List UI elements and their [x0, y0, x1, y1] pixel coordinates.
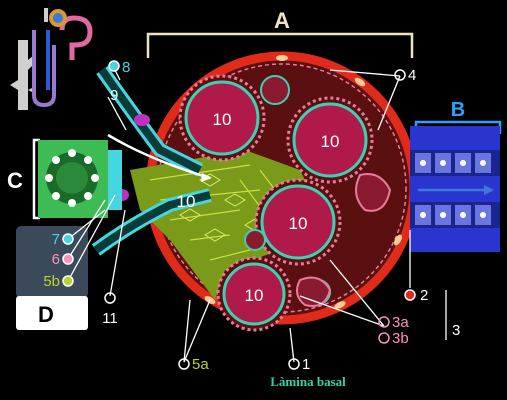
callout-11: 11 — [102, 310, 118, 327]
capillary-loop — [254, 178, 342, 266]
lumen-label: 10 — [177, 192, 196, 211]
callout-markers — [62, 60, 416, 370]
callout-1: 1 — [302, 356, 310, 373]
capillary-loop — [178, 74, 266, 162]
label-b: B — [451, 99, 465, 121]
bracket-a — [146, 32, 414, 58]
callout-5a: 5a — [192, 356, 209, 373]
capillary-loop — [216, 256, 292, 332]
callout-3a: 3a — [392, 314, 409, 331]
capillary-loop — [286, 96, 374, 184]
callout-4: 4 — [408, 67, 416, 84]
callout-2: 2 — [420, 287, 428, 304]
callout-8: 8 — [122, 59, 130, 76]
label-a: A — [274, 8, 290, 33]
callout-6: 6 — [52, 251, 60, 268]
lumen-label: 10 — [245, 286, 264, 305]
callout-leaders — [67, 67, 447, 363]
callout-5b: 5b — [43, 273, 60, 290]
callout-3b: 3b — [392, 330, 409, 347]
callout-3: 3 — [452, 322, 460, 339]
callout-9: 9 — [110, 87, 118, 104]
lumen-label: 10 — [289, 214, 308, 233]
label-d: D — [38, 302, 54, 327]
lumen-label: 10 — [321, 132, 340, 151]
macula-densa — [32, 138, 122, 220]
distal-tubule — [410, 120, 502, 252]
caption: Làmina basal — [270, 374, 346, 389]
arterioles — [91, 65, 212, 256]
nephron-icon — [10, 8, 93, 110]
label-c: C — [7, 168, 23, 193]
capillary-loops — [178, 74, 392, 332]
callout-7: 7 — [52, 231, 60, 248]
lumen-label: 10 — [213, 110, 232, 129]
